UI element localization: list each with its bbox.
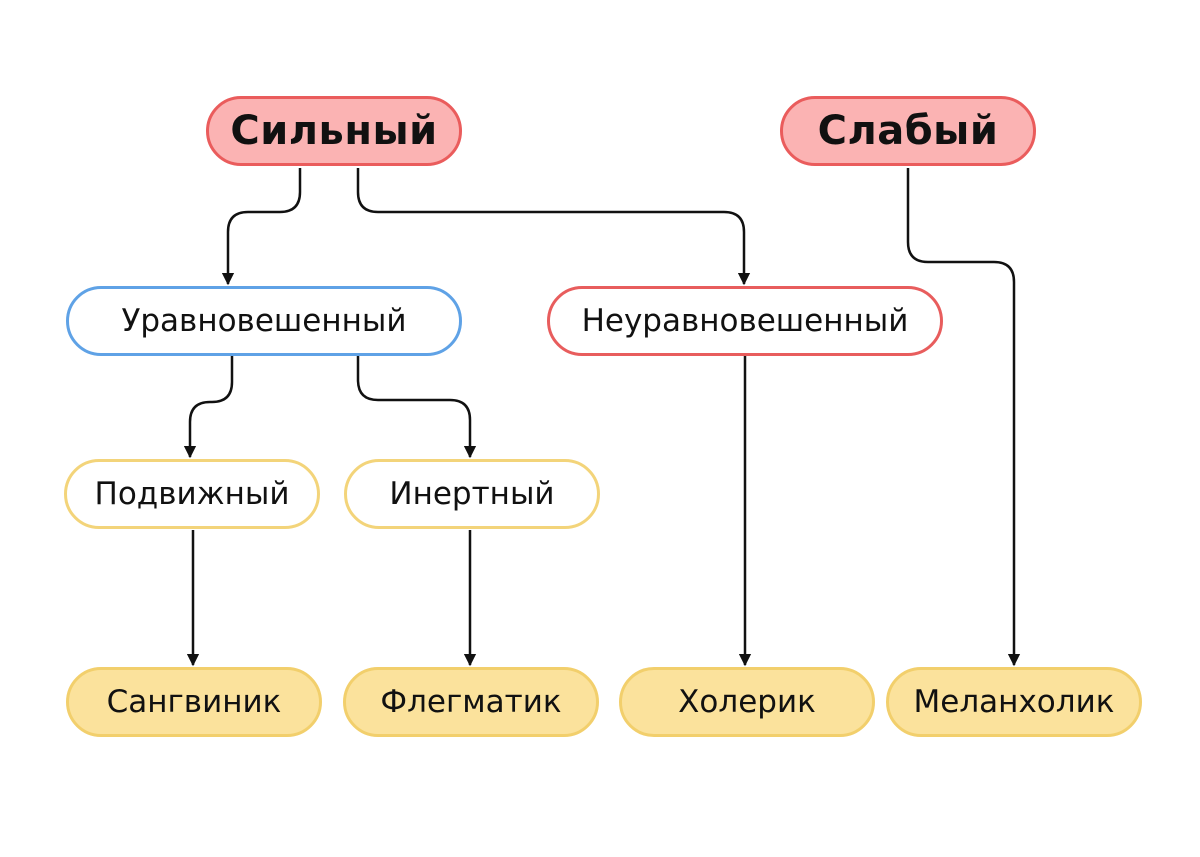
node-strong: Сильный [206,96,462,166]
node-unbalanced: Неуравновешенный [547,286,943,356]
connector-weak-to-melancholic [906,168,1021,667]
node-mobile: Подвижный [64,459,320,529]
connector-balanced-to-inert [356,356,477,459]
node-weak: Слабый [780,96,1036,166]
node-sanguine: Сангвиник [66,667,322,737]
node-choleric: Холерик [619,667,875,737]
node-balanced: Уравновешенный [66,286,462,356]
connector-balanced-to-mobile [183,356,234,459]
node-inert: Инертный [344,459,600,529]
node-melancholic: Меланхолик [886,667,1142,737]
node-phlegmatic: Флегматик [343,667,599,737]
connector-strong-to-unbalanced [356,168,751,286]
connector-strong-to-balanced [221,168,302,286]
